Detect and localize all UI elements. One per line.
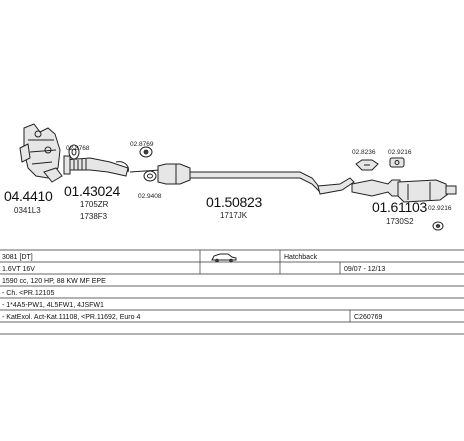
middle-silencer-part-number: 01.50823 — [206, 194, 263, 210]
vehicle-years: 09/07 - 12/13 — [344, 266, 385, 273]
clamp-right — [432, 221, 444, 231]
exhaust-manifold — [19, 123, 63, 183]
hanger-2 — [389, 157, 405, 168]
front-pipe-part-number: 01.43024 — [64, 183, 121, 199]
hanger-1-code: 02.8236 — [352, 149, 376, 156]
front-pipe — [63, 155, 129, 177]
vehicle-engine: 1.6VT 16V — [2, 266, 35, 273]
vehicle-spec: 1590 cc, 120 HP, 88 KW MF EPE — [2, 278, 106, 285]
vehicle-chassis: - Ch. <PR.12105 — [2, 290, 54, 297]
vehicle-extra: - 1*4A5-PW1, 4L5FW1, 4JSFW1 — [2, 302, 104, 309]
clamp-left — [139, 146, 153, 158]
vehicle-body: Hatchback — [284, 254, 318, 261]
hatchback-car-icon — [211, 253, 237, 263]
front-pipe-code-2: 1738F3 — [80, 212, 108, 221]
manifold-code: 0341L3 — [14, 206, 41, 215]
front-pipe-code-1: 1705ZR — [80, 200, 109, 209]
manifold-part-number: 04.4410 — [4, 188, 53, 204]
rear-silencer-code: 1730S2 — [386, 217, 414, 226]
vehicle-model: 3081 [DT] — [2, 254, 33, 261]
catalog-code: C260769 — [354, 314, 383, 321]
vehicle-catalyst: - KatExol. Act-Kat.11108, <PR.11692, Eur… — [2, 314, 140, 321]
gasket-mid — [143, 170, 157, 182]
clamp-right-code: 02.9216 — [428, 205, 452, 212]
clamp-left-code: 02.8769 — [130, 141, 154, 148]
gasket-mid-code: 02.9408 — [138, 193, 162, 200]
hanger-1 — [355, 159, 379, 171]
hanger-2-code: 02.9216 — [388, 149, 412, 156]
vehicle-info-table — [0, 249, 464, 335]
rear-silencer-part-number: 01.61103 — [372, 199, 427, 215]
gasket-left-code: 02.8768 — [66, 145, 90, 152]
rear-silencer — [351, 179, 457, 203]
middle-silencer — [129, 163, 355, 195]
middle-silencer-code: 1717JK — [220, 211, 248, 220]
